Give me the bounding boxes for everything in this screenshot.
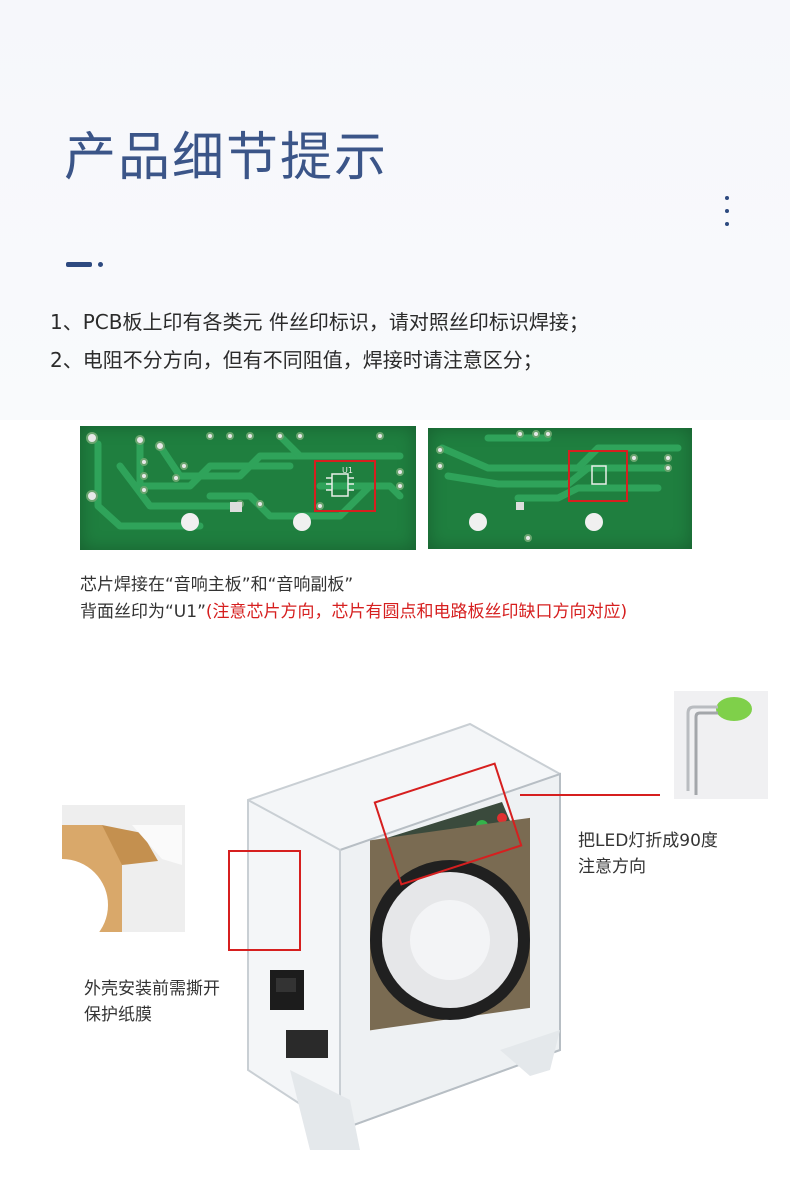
chip-caption-prefix: 背面丝印为“U1” <box>80 602 206 622</box>
pcb-main-board-photo: U1 <box>80 426 416 550</box>
led-callout-line-2: 注意方向 <box>578 857 646 877</box>
header-background <box>0 0 790 420</box>
led-callout-line-1: 把LED灯折成90度 <box>578 831 718 851</box>
title-underline-dot <box>98 262 103 267</box>
more-vertical-icon[interactable] <box>722 196 732 226</box>
chip-highlight-box-sub <box>568 450 628 502</box>
pcb-sub-board-photo <box>428 428 692 549</box>
speaker-product-photo <box>230 720 580 1150</box>
led-callout-line <box>520 794 660 796</box>
chip-highlight-box-main <box>314 460 376 512</box>
protective-film-photo <box>16 805 185 951</box>
note-1: 1、PCB板上印有各类元 件丝印标识，请对照丝印标识焊接； <box>50 310 589 334</box>
title-underline <box>66 262 92 267</box>
note-2: 2、电阻不分方向，但有不同阻值，焊接时请注意区分； <box>50 348 543 372</box>
shell-callout-line-1: 外壳安装前需撕开 <box>84 979 220 999</box>
led-bent-photo <box>674 691 768 799</box>
chip-caption-line-2: 背面丝印为“U1”(注意芯片方向，芯片有圆点和电路板丝印缺口方向对应) <box>80 597 627 622</box>
shell-highlight-box <box>228 850 301 951</box>
page-title: 产品细节提示 <box>64 128 389 188</box>
shell-callout-line-2: 保护纸膜 <box>84 1005 152 1025</box>
chip-caption-line-1: 芯片焊接在“音响主板”和“音响副板” <box>80 575 354 595</box>
pcb-silk-label: U1 <box>342 466 353 475</box>
chip-caption-warning: (注意芯片方向，芯片有圆点和电路板丝印缺口方向对应) <box>205 602 628 622</box>
